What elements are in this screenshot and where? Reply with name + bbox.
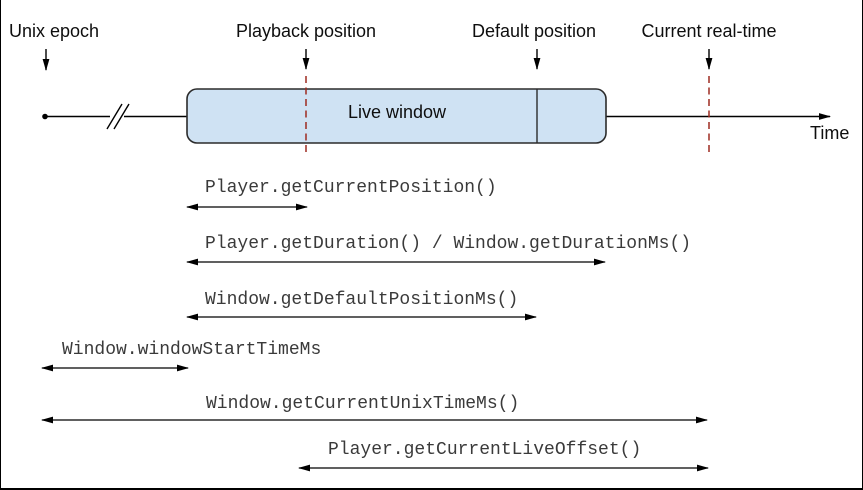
axis-break-icon <box>113 103 130 130</box>
axis-break-gap <box>110 109 124 124</box>
label-playback-position: Playback position <box>235 21 377 41</box>
label-default-position: Default position <box>471 21 597 41</box>
method-label-get-duration: Player.getDuration() / Window.getDuratio… <box>205 234 692 254</box>
axis-break-icon <box>106 103 123 130</box>
method-label-get-current-position: Player.getCurrentPosition() <box>205 178 497 198</box>
method-label-get-default-position: Window.getDefaultPositionMs() <box>205 290 519 310</box>
method-label-window-start-time: Window.windowStartTimeMs <box>62 340 322 360</box>
method-label-get-current-live-offset: Player.getCurrentLiveOffset() <box>328 440 642 460</box>
label-unix-epoch: Unix epoch <box>9 21 100 41</box>
method-label-get-current-unix-time: Window.getCurrentUnixTimeMs() <box>206 394 520 414</box>
live-window-label: Live window <box>347 102 447 122</box>
live-window-box <box>186 88 607 144</box>
timeline-origin-dot <box>42 113 48 120</box>
label-current-real-time: Current real-time <box>641 21 777 41</box>
time-axis-label: Time <box>810 123 850 143</box>
